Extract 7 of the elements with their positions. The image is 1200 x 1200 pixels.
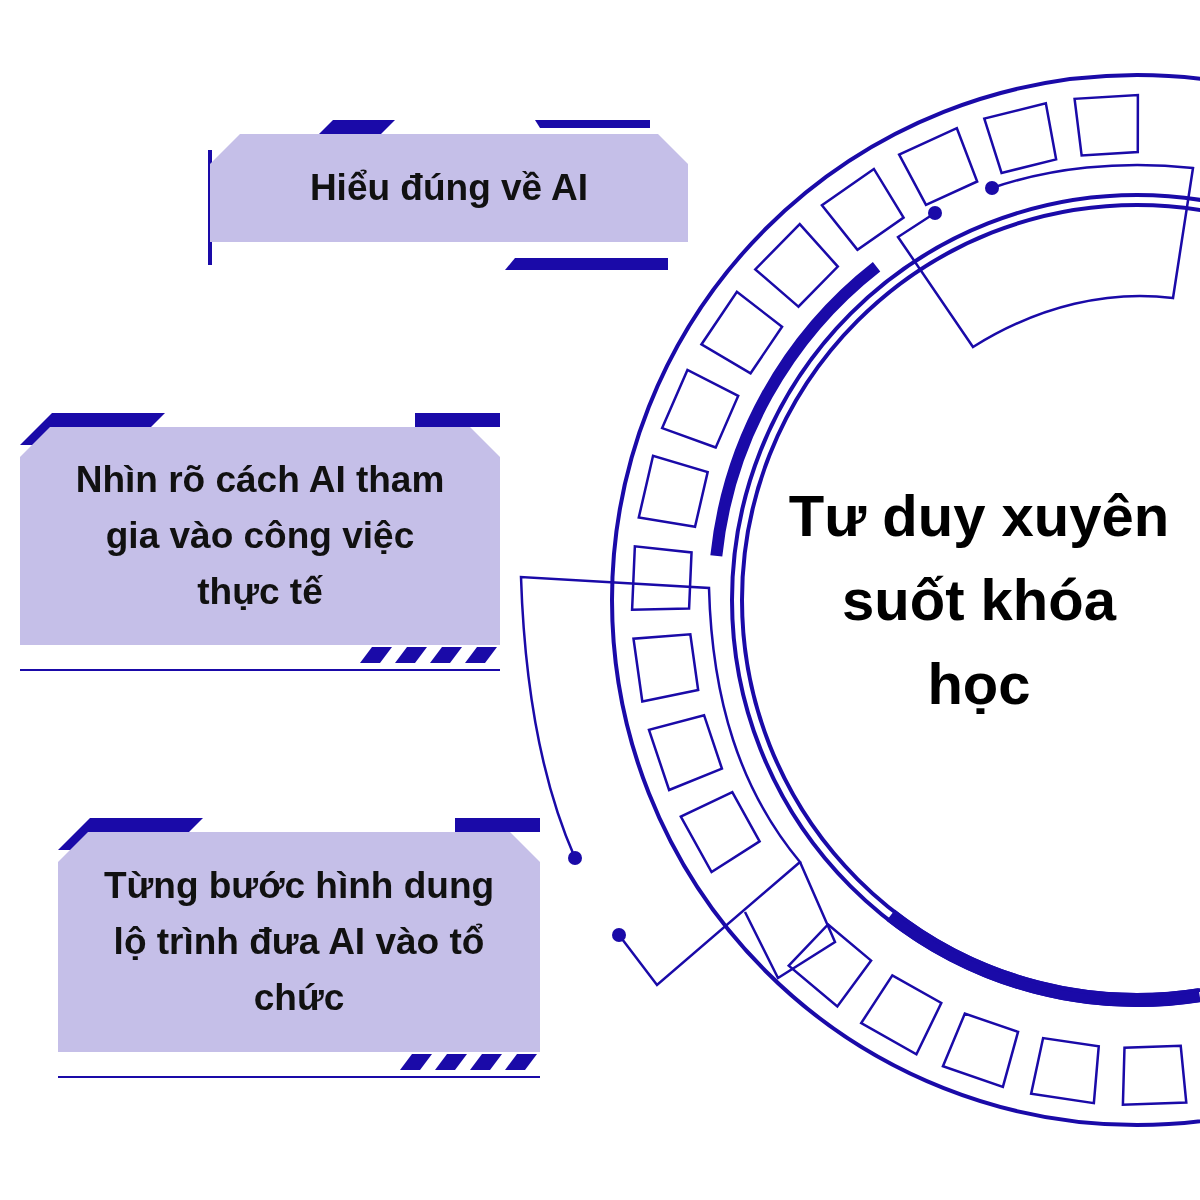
text-box [210,134,688,242]
box-text: Hiểu đúng về AI [309,166,589,210]
box-text: Nhìn rõ cách AI tham gia vào công việc thực tế [74,458,446,614]
text-box [20,427,500,645]
center-text: Tư duy xuyên suốt khóa học [787,482,1171,718]
box-text: Từng bước hình dung lộ trình đưa AI vào tổ chức [102,864,496,1020]
text-box [58,832,540,1052]
